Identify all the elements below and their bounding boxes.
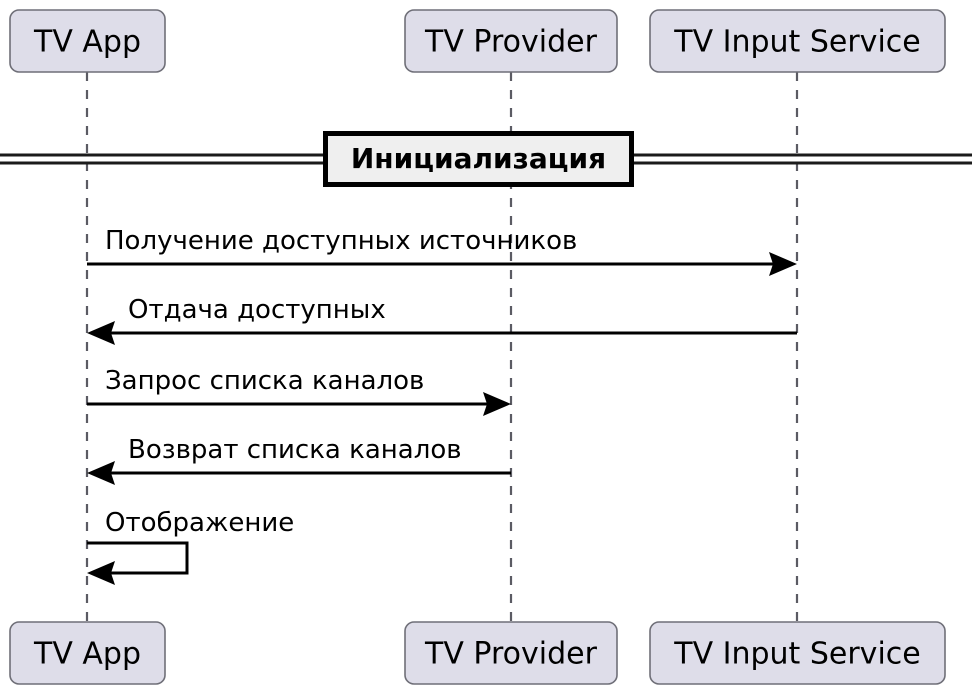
section-divider: Инициализация	[0, 131, 972, 187]
message-label: Запрос списка каналов	[105, 366, 424, 396]
participant-box-shape	[9, 621, 166, 685]
participant-top-tv-app[interactable]: TV App	[9, 9, 166, 73]
participant-bottom-tv-provider[interactable]: TV Provider	[404, 621, 618, 685]
participant-box-shape	[404, 9, 618, 73]
message-label: Получение доступных источников	[105, 226, 577, 256]
divider-box-shape	[323, 131, 634, 187]
divider-label-text: Инициализация	[351, 142, 606, 175]
participant-label: TV Input Service	[673, 25, 920, 60]
self-message-loop	[87, 541, 189, 575]
message-label: Отдача доступных	[128, 295, 386, 325]
participant-label: TV App	[33, 25, 141, 60]
arrow-head-left-icon	[87, 561, 115, 585]
participant-label: TV Provider	[424, 25, 598, 60]
message-1[interactable]: Получение доступных источников	[87, 226, 797, 276]
participant-label: TV Input Service	[673, 637, 920, 672]
participant-bottom-tv-app[interactable]: TV App	[9, 621, 166, 685]
participant-label: TV Provider	[424, 637, 598, 672]
participant-label: TV App	[33, 637, 141, 672]
message-5-self[interactable]: Отображение	[87, 508, 294, 585]
divider-label-box: Инициализация	[323, 131, 634, 187]
participant-top-tv-provider[interactable]: TV Provider	[404, 9, 618, 73]
arrow-head-left-icon	[87, 461, 115, 485]
message-4[interactable]: Возврат списка каналов	[87, 435, 511, 485]
arrow-head-right-icon	[483, 392, 511, 416]
participant-box-shape	[649, 9, 946, 73]
participant-box-shape	[649, 621, 946, 685]
arrow-head-left-icon	[87, 321, 115, 345]
participant-bottom-tv-input-service[interactable]: TV Input Service	[649, 621, 946, 685]
participant-top-tv-input-service[interactable]: TV Input Service	[649, 9, 946, 73]
message-2[interactable]: Отдача доступных	[87, 295, 797, 345]
participant-box-shape	[404, 621, 618, 685]
arrow-head-right-icon	[769, 252, 797, 276]
message-label: Возврат списка каналов	[128, 435, 462, 465]
message-label: Отображение	[105, 508, 294, 538]
message-3[interactable]: Запрос списка каналов	[87, 366, 511, 416]
participant-box-shape	[9, 9, 166, 73]
